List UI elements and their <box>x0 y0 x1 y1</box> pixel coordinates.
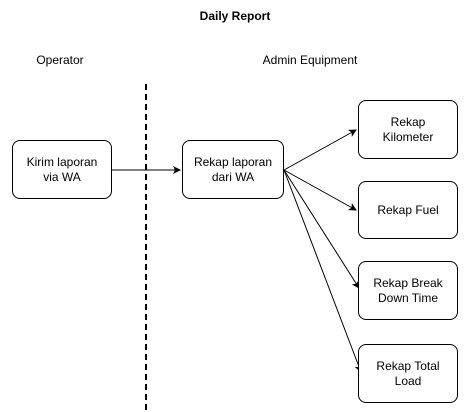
lane-label-operator: Operator <box>36 53 84 67</box>
edge-rekap-laporan-to-fuel <box>283 169 357 211</box>
lane-label-admin-equipment: Admin Equipment <box>262 53 358 67</box>
node-rekap-fuel: Rekap Fuel <box>358 181 458 239</box>
node-rekap-kilometer: Rekap Kilometer <box>358 100 458 159</box>
diagram-title: Daily Report <box>199 9 271 23</box>
edge-rekap-laporan-to-breakdown <box>283 169 360 289</box>
node-rekap-total-load: Rekap Total Load <box>358 344 458 403</box>
node-rekap-laporan: Rekap laporan dari WA <box>182 140 284 199</box>
edge-rekap-laporan-to-kilometer <box>283 129 357 171</box>
edge-rekap-laporan-to-total-load <box>283 169 363 373</box>
node-rekap-break-down-time: Rekap Break Down Time <box>358 261 458 320</box>
node-kirim-laporan: Kirim laporan via WA <box>12 140 112 199</box>
